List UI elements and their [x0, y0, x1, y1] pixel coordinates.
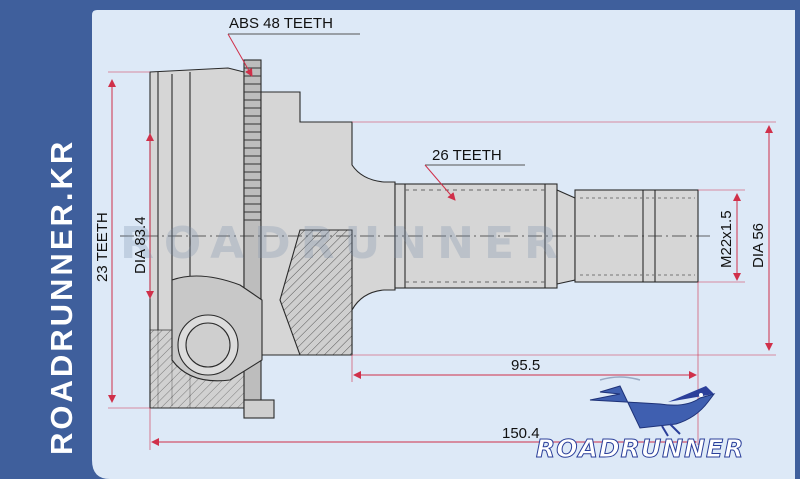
section-hatch — [279, 229, 353, 356]
spline-teeth-label: 26 TEETH — [432, 147, 502, 164]
brand-vertical-text: ROADRUNNER.KR — [44, 138, 79, 455]
cv-joint-part — [120, 59, 710, 419]
brand-watermark: ROADRUNNER — [120, 218, 568, 269]
shaft-length-label: 95.5 — [511, 357, 541, 374]
total-length-label: 150.4 — [502, 425, 540, 442]
brand-logo-text: ROADRUNNER — [535, 434, 745, 464]
flange-dia-label: DIA 56 — [750, 222, 767, 268]
outer-dia-label: DIA 83.4 — [132, 216, 149, 274]
dimension-lines — [108, 33, 776, 450]
abs-teeth-label: ABS 48 TEETH — [229, 15, 333, 32]
outer-teeth-label: 23 TEETH — [94, 212, 111, 282]
thread-label: M22x1.5 — [718, 210, 735, 268]
roadrunner-logo-icon — [589, 376, 716, 437]
